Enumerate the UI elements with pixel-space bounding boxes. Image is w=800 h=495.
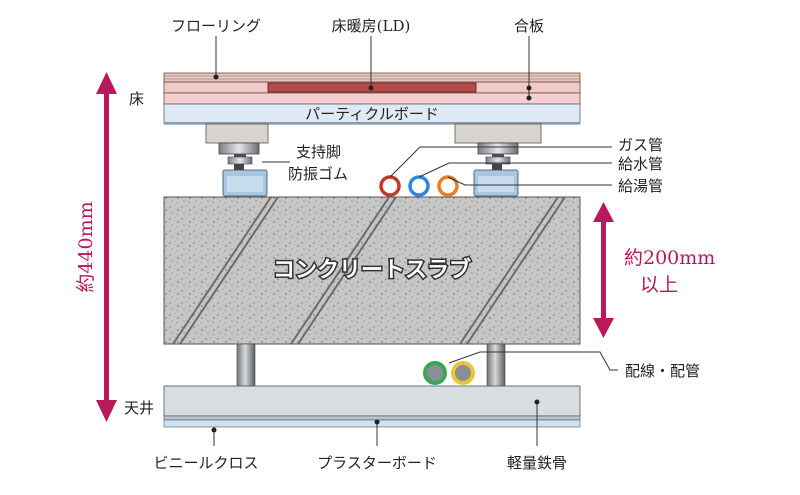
- slab-thickness-arrow: [593, 202, 614, 338]
- label-gas-pipe: ガス管: [618, 136, 663, 154]
- gas-pipe: [379, 175, 401, 197]
- label-hot-water-pipe: 給湯管: [618, 177, 663, 195]
- label-plaster-board: プラスターボード: [317, 454, 437, 472]
- label-water-pipe: 給水管: [618, 155, 663, 173]
- wire-green: [423, 361, 447, 385]
- total-height-arrow: [96, 72, 117, 422]
- flooring-layer: [163, 72, 581, 83]
- concrete-slab: コンクリートスラブ: [163, 196, 581, 345]
- label-particle-board: パーティクルボード: [305, 105, 439, 123]
- ceiling-rod-left: [236, 343, 256, 387]
- label-total-height: 約440mm: [75, 201, 97, 292]
- label-slab-thickness: 約200mm: [624, 247, 715, 269]
- label-rubber: 防振ゴム: [288, 165, 348, 183]
- label-vinyl-cloth: ビニールクロス: [153, 454, 258, 472]
- label-wiring: 配線・配管: [625, 362, 700, 380]
- water-pipe: [408, 175, 430, 197]
- support-leg-right: [454, 123, 542, 197]
- label-slab-thickness-above: 以上: [640, 274, 678, 296]
- label-plywood: 合板: [514, 17, 544, 35]
- wire-yellow: [451, 361, 475, 385]
- support-leg-left: [205, 123, 269, 197]
- ceiling-assembly: [163, 385, 581, 428]
- label-floor: 床: [129, 90, 144, 108]
- label-steel-frame: 軽量鉄骨: [507, 454, 567, 472]
- label-ceiling: 天井: [124, 399, 154, 417]
- label-flooring: フローリング: [171, 17, 261, 35]
- slab-label: コンクリートスラブ: [273, 257, 471, 283]
- label-support-leg: 支持脚: [296, 143, 341, 161]
- label-floor-heating: 床暖房(LD): [332, 17, 411, 35]
- plywood-layer: [163, 92, 581, 105]
- ceiling-rod-right: [486, 343, 506, 387]
